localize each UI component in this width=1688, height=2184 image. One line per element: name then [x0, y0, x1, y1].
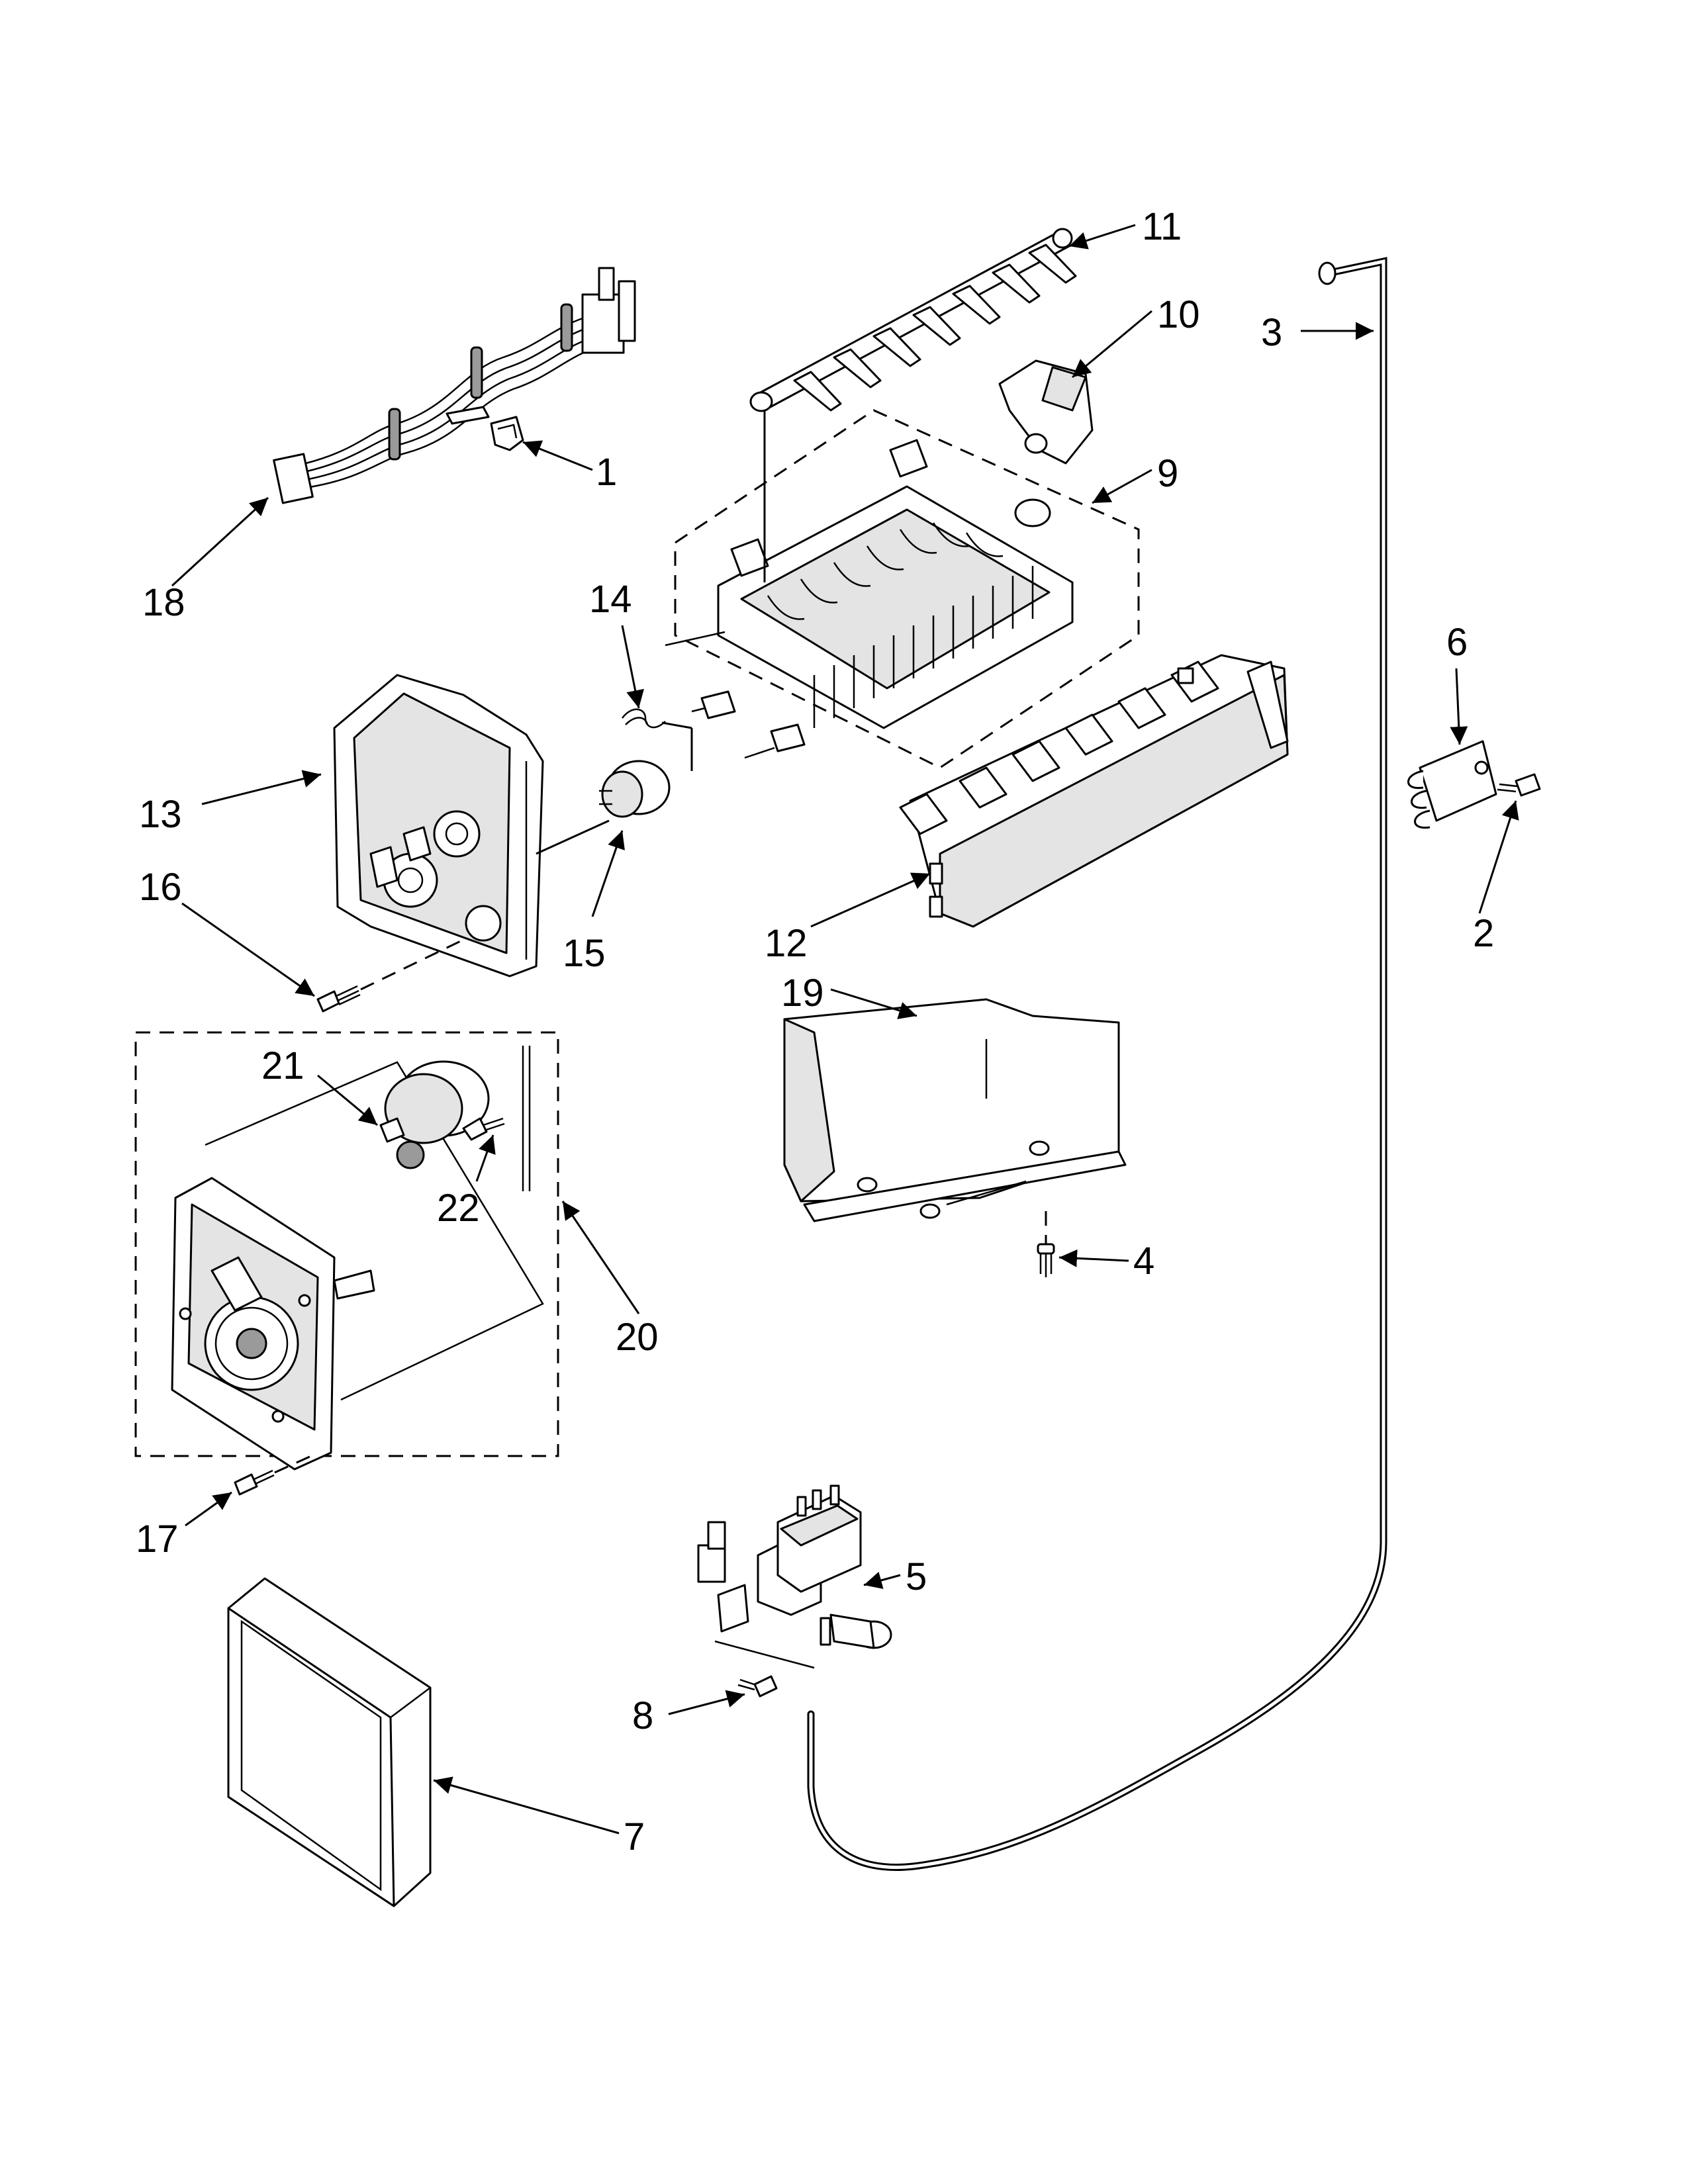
- callout-1: 1: [596, 451, 617, 494]
- fill-tube: [807, 257, 1387, 1871]
- motor-module-group: [134, 1031, 559, 1457]
- screw-4: [1037, 1243, 1055, 1277]
- control-housing: [333, 674, 610, 978]
- callout-6: 6: [1446, 621, 1468, 664]
- callout-22: 22: [437, 1187, 480, 1230]
- thermostat-clip: [622, 708, 693, 771]
- callout-7: 7: [624, 1815, 645, 1858]
- module-mounting-plate: [171, 1177, 375, 1471]
- callout-17: 17: [136, 1518, 179, 1561]
- callout-11: 11: [1142, 205, 1182, 248]
- callout-9: 9: [1157, 452, 1178, 495]
- callout-2: 2: [1473, 912, 1494, 955]
- screw-17: [234, 1455, 312, 1496]
- callout-5: 5: [906, 1555, 927, 1598]
- ice-bin-pad: [227, 1577, 432, 1907]
- callout-labels: 1 2 3 4 5 6 7 8 9 10 11 12 13 14 15 16 1…: [136, 205, 1494, 1858]
- screw-8: [737, 1675, 778, 1698]
- callout-20: 20: [616, 1316, 659, 1359]
- callout-15: 15: [563, 932, 606, 975]
- thermostat: [599, 760, 671, 818]
- screw-22: [462, 1117, 505, 1141]
- drive-motor: [379, 1046, 531, 1191]
- water-valve: [697, 1484, 892, 1669]
- ejector: [749, 228, 1077, 412]
- ice-stripper: [899, 654, 1289, 928]
- harness-clip: [490, 416, 524, 451]
- mold-cover: [783, 998, 1127, 1244]
- ice-mold: [665, 394, 1074, 759]
- callout-19: 19: [781, 972, 824, 1015]
- callout-21: 21: [261, 1044, 305, 1087]
- screw-2: [1497, 773, 1541, 797]
- leader-lines: [171, 224, 1519, 1835]
- tube-clamp: [1407, 740, 1497, 829]
- screw-16: [316, 938, 464, 1013]
- callout-3: 3: [1261, 311, 1282, 354]
- callout-4: 4: [1133, 1240, 1154, 1283]
- callout-18: 18: [142, 581, 185, 624]
- callout-10: 10: [1157, 293, 1200, 336]
- callout-13: 13: [139, 793, 182, 836]
- mold-assembly-group: [674, 409, 1140, 769]
- callout-12: 12: [765, 922, 808, 965]
- callout-8: 8: [632, 1694, 653, 1737]
- callout-14: 14: [589, 578, 632, 621]
- fill-cup: [998, 359, 1094, 465]
- callout-16: 16: [139, 866, 182, 909]
- wire-harness: [273, 267, 636, 504]
